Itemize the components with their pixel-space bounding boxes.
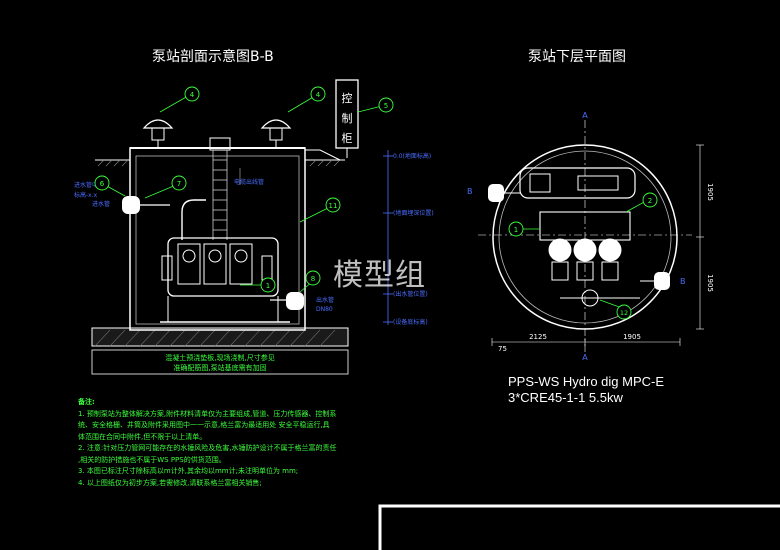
level-ground: 0.0(地面标高)	[393, 152, 431, 160]
balloon-c: 5	[378, 97, 394, 113]
base-note-box	[91, 349, 349, 375]
pump-spec-line-1: PPS-WS Hydro dig MPC-E	[508, 374, 665, 389]
notes-block: 备注: 1. 预制泵站为整体解决方案,附件材料清单仅为主要组成,管道、压力传感器…	[78, 397, 378, 489]
svg-text:2: 2	[648, 197, 652, 205]
note-line: 3. 本图已标注尺寸除标高以m计外,其余均以mm计;未注明单位为 mm;	[78, 467, 299, 475]
note-line: 2. 注意:针对压力管网可能存在的水锤风险及危害,水锤防护设计不属于格兰富的责任	[78, 444, 337, 452]
svg-text:4: 4	[190, 91, 195, 99]
outlet-label: 出水管	[316, 296, 334, 304]
level-outlet: (出水管位置)	[393, 290, 428, 298]
svg-text:5: 5	[384, 102, 388, 110]
plan-title: 泵站下层平面图	[528, 49, 626, 65]
dim-left: 2125	[529, 333, 547, 341]
vent-left	[142, 119, 174, 148]
section-title: 泵站剖面示意图B-B	[152, 48, 274, 65]
svg-text:6: 6	[100, 180, 105, 188]
plan-balloon-12: 12	[616, 304, 632, 320]
vent-right	[260, 119, 292, 148]
notes-heading: 备注:	[78, 398, 95, 406]
balloon-a: 4	[184, 86, 200, 102]
base-hatch	[94, 329, 336, 347]
cable-label: 电缆出线管	[234, 178, 264, 186]
title-block-frame	[378, 504, 780, 550]
level-bottom: (设备底标高)	[393, 318, 428, 326]
pump-spec-line-2: 3*CRE45-1-1 5.5kw	[508, 390, 623, 405]
balloon-b: 4	[310, 86, 326, 102]
pump-3	[229, 243, 253, 285]
note-line: 统、安全格栅、井筒及附件采用图中一一示意,格兰富为最适用处 安全平稳运行,具	[78, 421, 330, 429]
section-mark-b-left: B	[467, 187, 473, 196]
pump-spec: PPS-WS Hydro dig MPC-E 3*CRE45-1-1 5.5kw	[508, 374, 664, 406]
pump-2	[203, 243, 227, 285]
balloon-e: 7	[171, 175, 187, 191]
dim-bottom: 1905	[706, 274, 714, 292]
inlet-flange	[122, 196, 140, 214]
inlet-center-label: 进水管中心	[74, 181, 104, 189]
base-note-line-2: 准确配筋图,泵站基底需有加固	[173, 363, 266, 372]
section-mark-a-bottom: A	[582, 353, 588, 362]
plan-balloon-2: 2	[642, 192, 658, 208]
svg-text:7: 7	[177, 180, 181, 188]
ground-hatch	[97, 159, 341, 167]
plan-inlet	[488, 184, 504, 202]
note-line: ,相关的防护措施也不属于WS PPS的供货范围。	[78, 455, 226, 464]
pump-1	[177, 243, 201, 285]
svg-text:8: 8	[311, 275, 315, 283]
cabinet-char-1: 控	[342, 91, 353, 105]
section-mark-a-top: A	[582, 111, 588, 120]
svg-text:1: 1	[266, 282, 270, 290]
plan-pump-1	[548, 238, 572, 262]
balloon-f: 11	[325, 197, 341, 213]
cabinet-char-3: 柜	[342, 132, 353, 145]
ladder	[212, 150, 228, 240]
watermark: 模型组	[333, 258, 426, 293]
svg-text:12: 12	[620, 309, 628, 317]
plan-view: A A B B 1905 1905 2125 1905 75 1 2	[467, 111, 714, 362]
svg-text:4: 4	[316, 91, 321, 99]
plan-balloon-1: 1	[508, 221, 524, 237]
cabinet-char-2: 制	[342, 112, 353, 125]
balloon-h: 1	[260, 277, 276, 293]
station-inner-wall	[135, 155, 300, 325]
section-mark-b-right: B	[680, 277, 686, 286]
plan-header-tank	[519, 167, 636, 199]
outlet-dn-label: DN80	[316, 306, 333, 313]
outlet-flange	[286, 292, 304, 310]
station-shell	[129, 147, 306, 331]
inlet-pipe-label: 进水管	[92, 200, 110, 208]
base-slab	[91, 327, 349, 347]
svg-text:1: 1	[514, 226, 518, 234]
base-note-line-1: 混凝土预浇垫板,现场浇制,尺寸参见	[165, 353, 274, 362]
plan-inner-circle	[498, 150, 672, 324]
level-burial: (地面埋深位置)	[393, 209, 434, 217]
dim-right: 1905	[623, 333, 641, 341]
note-line: 体范围在合同中附件,但不限于以上清单。	[78, 432, 207, 441]
plan-pump-3	[598, 238, 622, 262]
pump-skid	[167, 237, 279, 297]
dim-offset: 75	[498, 345, 507, 353]
note-line: 4. 以上图纸仅为初步方案,若需修改,请联系格兰富相关销售;	[78, 478, 262, 487]
plan-outlet	[654, 272, 670, 290]
inlet-elev-label: 标高-x.x	[74, 191, 98, 199]
svg-text:11: 11	[329, 202, 338, 210]
balloon-d: 6	[94, 175, 110, 191]
section-view: 控 制 柜 0.0(地面标高) (地面埋深位置) (出水管位置) (设备底标高)…	[74, 79, 434, 375]
note-line: 1. 预制泵站为整体解决方案,附件材料清单仅为主要组成,管道、压力传感器、控制系	[78, 409, 337, 418]
plan-pump-2	[573, 238, 597, 262]
balloon-g: 8	[305, 270, 321, 286]
dim-top: 1905	[706, 183, 714, 201]
plan-outer-circle	[492, 144, 678, 330]
